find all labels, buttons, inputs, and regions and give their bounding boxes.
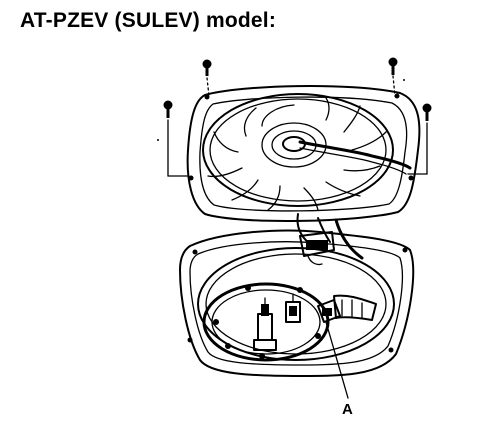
pump-fitting-right — [285, 293, 301, 323]
pump-fitting-left — [253, 297, 277, 351]
base-plate — [179, 229, 415, 377]
page-title: AT-PZEV (SULEV) model: — [20, 9, 277, 32]
callout-a-label: A — [342, 401, 353, 418]
pump-connector — [317, 294, 377, 323]
callout-a: A — [325, 321, 353, 418]
mounting-bolt-4 — [407, 103, 432, 175]
pump-flange — [202, 282, 330, 362]
mounting-bolt-3 — [163, 100, 189, 177]
cover-rib-pattern — [202, 93, 394, 211]
scan-specks — [157, 79, 405, 337]
harness-connector — [299, 231, 335, 266]
mounting-bolt-1 — [202, 59, 212, 97]
pump-cover-plate — [186, 85, 421, 222]
